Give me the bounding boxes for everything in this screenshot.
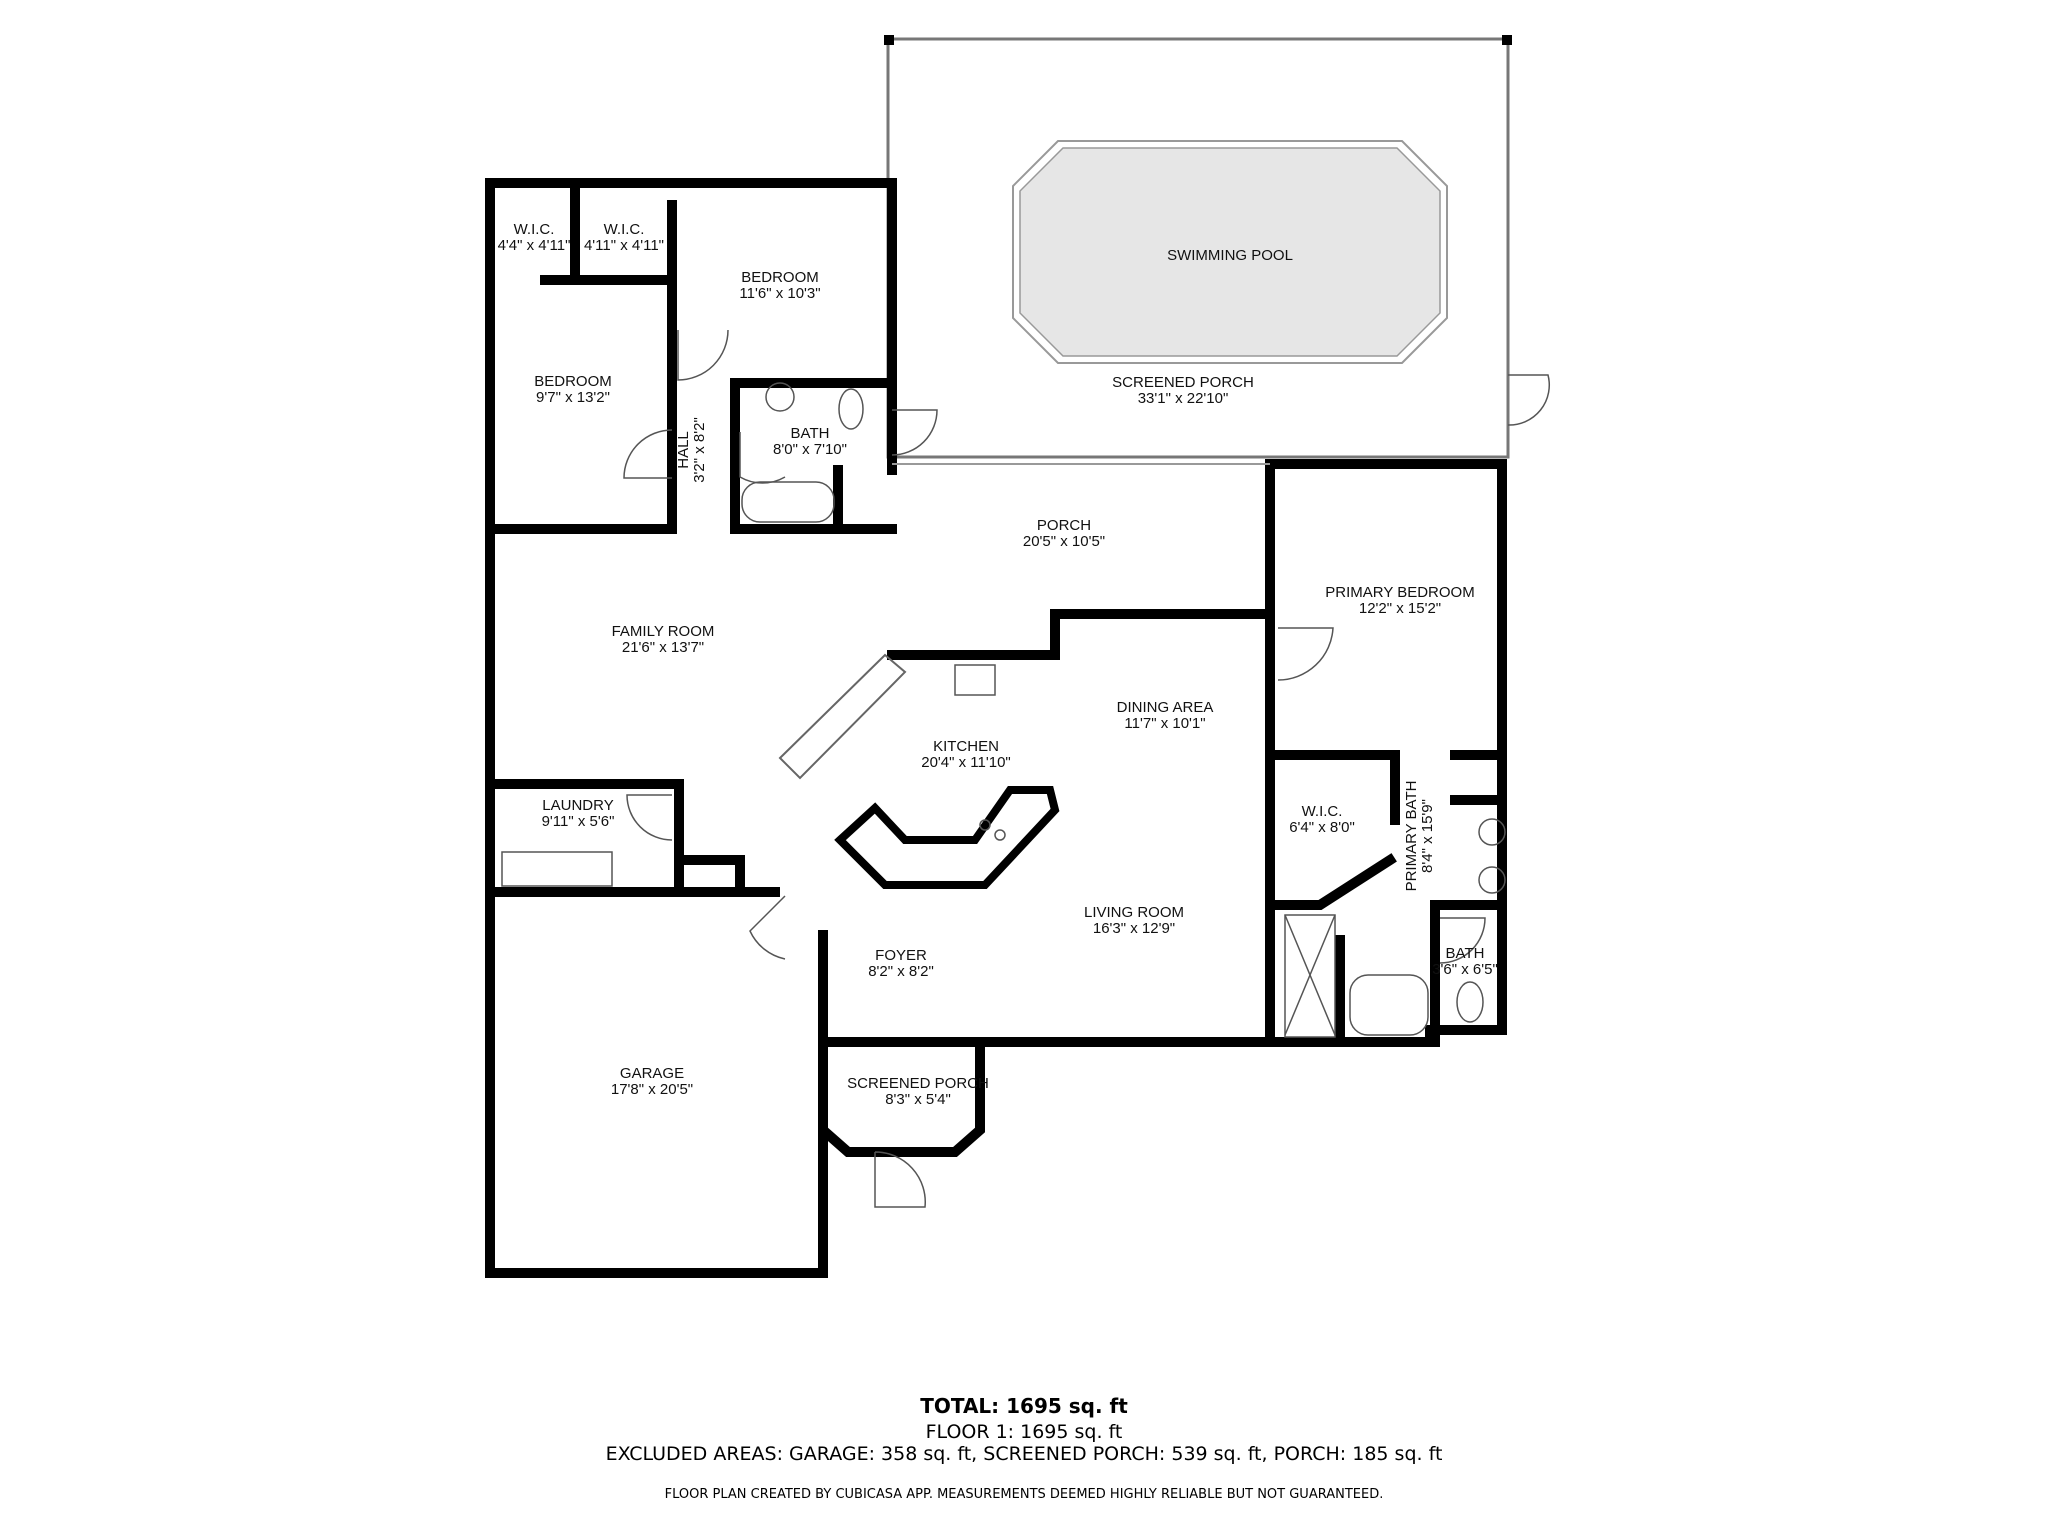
- screened-porch-dims: 33'1" x 22'10": [1138, 390, 1229, 407]
- dining-area-dims: 11'7" x 10'1": [1124, 715, 1205, 732]
- bath-fixtures: [501, 382, 1506, 1038]
- area-summary: TOTAL: 1695 sq. ft FLOOR 1: 1695 sq. ft …: [606, 1394, 1443, 1502]
- pool-name: SWIMMING POOL: [1167, 247, 1293, 264]
- hall-dims: 3'2" x 8'2": [691, 417, 708, 483]
- laundry-name: LAUNDRY: [542, 797, 613, 814]
- porch-name: PORCH: [1037, 517, 1091, 534]
- porch-dims: 20'5" x 10'5": [1023, 533, 1105, 550]
- total-area: TOTAL: 1695 sq. ft: [920, 1394, 1128, 1418]
- wic1-name: W.I.C.: [514, 221, 555, 238]
- wic1-dims: 4'4" x 4'11": [498, 237, 571, 254]
- wic3-dims: 6'4" x 8'0": [1289, 819, 1355, 836]
- bath1-name: BATH: [791, 425, 830, 442]
- family-room-name: FAMILY ROOM: [612, 623, 715, 640]
- hall-name: HALL: [675, 431, 692, 469]
- primary-bath-name: PRIMARY BATH: [1403, 781, 1420, 892]
- family-room-dims: 21'6" x 13'7": [622, 639, 704, 656]
- bath1-dims: 8'0" x 7'10": [773, 441, 847, 458]
- wic2-name: W.I.C.: [604, 221, 645, 238]
- living-room-name: LIVING ROOM: [1084, 904, 1184, 921]
- screened-porch-name: SCREENED PORCH: [1112, 374, 1254, 391]
- garage-dims: 17'8" x 20'5": [611, 1081, 693, 1098]
- kitchen-name: KITCHEN: [933, 738, 999, 755]
- doors: [623, 329, 1486, 1208]
- room-labels: W.I.C. 4'4" x 4'11" W.I.C. 4'11" x 4'11"…: [498, 221, 1498, 1108]
- bedroom2-dims: 9'7" x 13'2": [536, 389, 610, 406]
- garage-name: GARAGE: [620, 1065, 684, 1082]
- bedroom1-name: BEDROOM: [741, 269, 819, 286]
- primary-bath-dims: 8'4" x 15'9": [1419, 799, 1436, 873]
- bath2-dims: 3'6" x 6'5": [1432, 961, 1498, 978]
- disclaimer: FLOOR PLAN CREATED BY CUBICASA APP. MEAS…: [665, 1487, 1384, 1502]
- wic3-name: W.I.C.: [1302, 803, 1343, 820]
- living-room-dims: 16'3" x 12'9": [1093, 920, 1175, 937]
- bedroom2-name: BEDROOM: [534, 373, 612, 390]
- bedroom1-dims: 11'6" x 10'3": [739, 285, 820, 302]
- bath2-name: BATH: [1446, 945, 1485, 962]
- wic2-dims: 4'11" x 4'11": [584, 237, 664, 254]
- foyer-name: FOYER: [875, 947, 927, 964]
- foyer-dims: 8'2" x 8'2": [868, 963, 934, 980]
- swimming-pool: [1012, 140, 1448, 364]
- primary-bedroom-dims: 12'2" x 15'2": [1359, 600, 1441, 617]
- kitchen-counters: [778, 653, 1060, 889]
- laundry-dims: 9'11" x 5'6": [542, 813, 615, 830]
- screened-porch-small-dims: 8'3" x 5'4": [885, 1091, 951, 1108]
- floor1-area: FLOOR 1: 1695 sq. ft: [926, 1421, 1123, 1443]
- primary-bedroom-name: PRIMARY BEDROOM: [1325, 584, 1474, 601]
- screened-porch-small-name: SCREENED PORCH: [847, 1075, 989, 1092]
- excluded-areas: EXCLUDED AREAS: GARAGE: 358 sq. ft, SCRE…: [606, 1443, 1443, 1465]
- dining-area-name: DINING AREA: [1117, 699, 1214, 716]
- kitchen-dims: 20'4" x 11'10": [921, 754, 1011, 771]
